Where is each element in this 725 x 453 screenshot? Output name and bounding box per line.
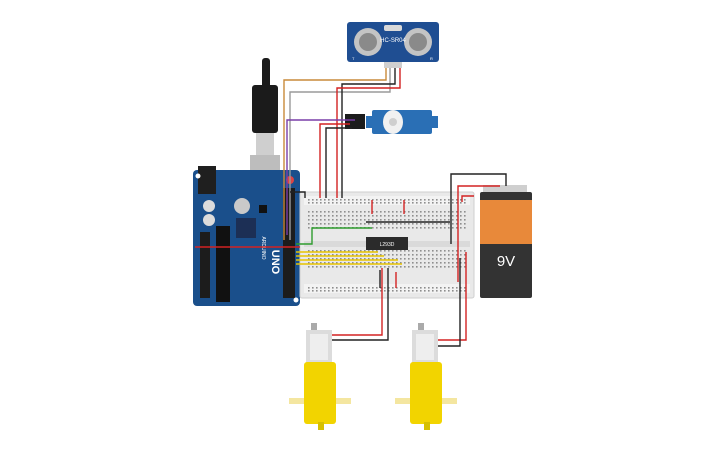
ultrasonic-sensor: HC-SR04 T R [347, 22, 439, 68]
wire-sensor-gnd [336, 68, 401, 198]
dc-motor-left [289, 323, 351, 430]
wire-servo-signal [286, 119, 355, 235]
sensor-pin-right-label: R [430, 56, 433, 61]
wire-motor-left-red [332, 268, 383, 336]
wire-sensor-echo [341, 68, 396, 198]
wire-sensor-vcc [283, 68, 387, 240]
wire-motor-right-black [438, 258, 461, 347]
driver-chip-label: L293D [380, 242, 395, 248]
arduino-uno-board: UNO ARDUINO [193, 166, 300, 306]
wire-motor-left-black [332, 268, 389, 341]
wires [195, 68, 507, 347]
wire-servo-gnd [325, 127, 352, 198]
board-brand-label: ARDUINO [260, 236, 266, 259]
wire-pin-green [296, 227, 372, 245]
wire-servo-power [319, 123, 350, 198]
sensor-pin-left-label: T [352, 56, 355, 61]
servo-motor [345, 110, 438, 134]
dc-motor-right [395, 323, 457, 430]
motor-driver-chip: L293D [366, 237, 408, 250]
wire-battery-pos [457, 185, 500, 282]
wire-battery-neg [450, 173, 507, 244]
sensor-model-label: HC-SR04 [380, 38, 406, 44]
battery-9v: 9V [480, 185, 532, 298]
wire-motor-right-red [438, 252, 467, 341]
board-name-label: UNO [269, 250, 281, 275]
wire-sensor-trig [289, 68, 391, 240]
wire-rail-red-right [461, 195, 474, 202]
battery-voltage-label: 9V [497, 253, 515, 270]
wire-arduino-gnd [290, 191, 306, 198]
